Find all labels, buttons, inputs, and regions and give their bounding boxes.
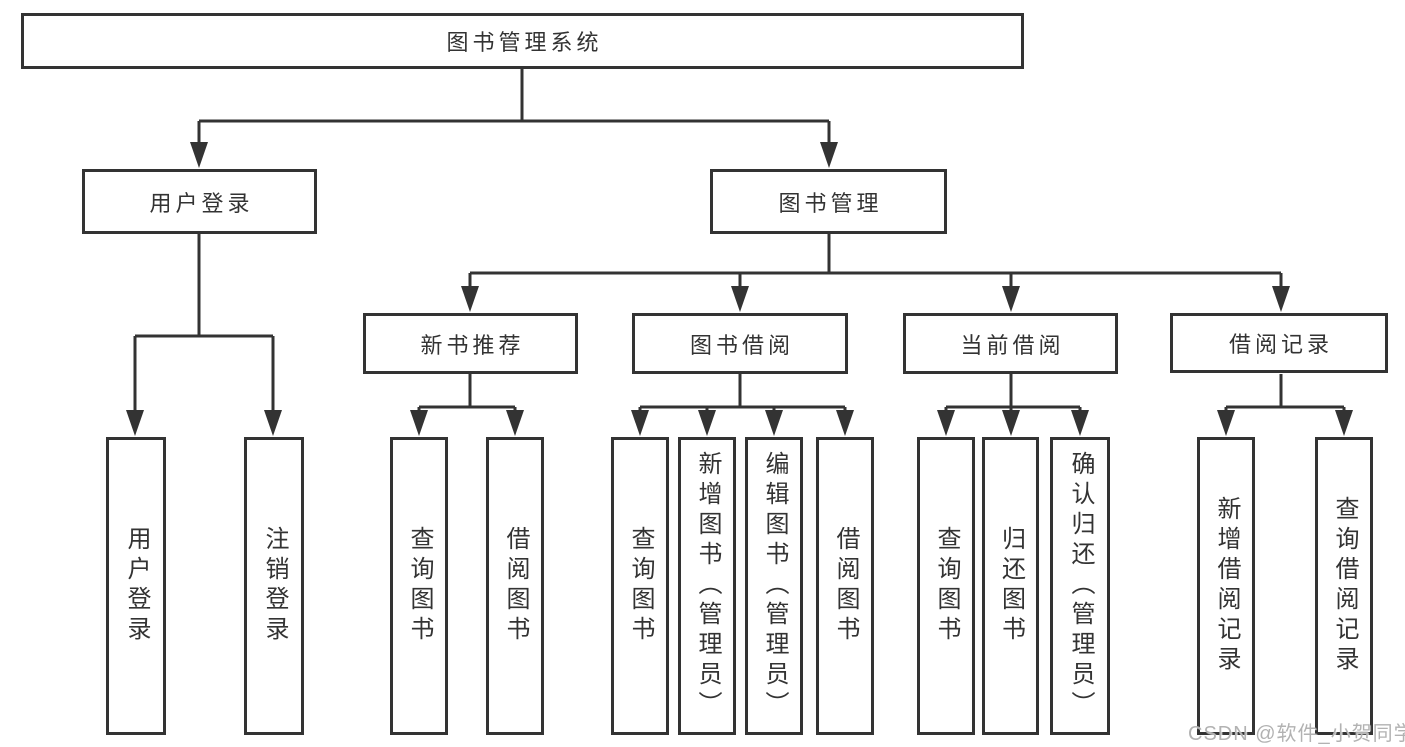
node-library-management-system: 图书管理系统 bbox=[21, 13, 1024, 69]
csdn-watermark: CSDN @软件_小贺同学 bbox=[1188, 723, 1405, 745]
leaf-edit-books-admin-label: 编辑图书（管理员） bbox=[761, 451, 788, 721]
node-current-borrowing: 当前借阅 bbox=[903, 313, 1118, 374]
node-book-management: 图书管理 bbox=[710, 169, 947, 234]
leaf-search-books-recommend-label: 查询图书 bbox=[406, 526, 433, 646]
leaf-search-borrow-record: 查询借阅记录 bbox=[1315, 437, 1373, 735]
leaf-user-login-label: 用户登录 bbox=[123, 526, 150, 646]
leaf-borrow-books-borrowing: 借阅图书 bbox=[816, 437, 874, 735]
leaf-logout-label: 注销登录 bbox=[261, 526, 288, 646]
leaf-return-books-label: 归还图书 bbox=[997, 526, 1025, 646]
leaf-add-borrow-record: 新增借阅记录 bbox=[1197, 437, 1255, 735]
leaf-borrow-books-recommend: 借阅图书 bbox=[486, 437, 544, 735]
leaf-confirm-return-admin: 确认归还（管理员） bbox=[1050, 437, 1110, 735]
leaf-search-books-current: 查询图书 bbox=[917, 437, 975, 735]
leaf-search-books-borrowing-label: 查询图书 bbox=[627, 526, 654, 646]
leaf-logout: 注销登录 bbox=[244, 437, 304, 735]
leaf-add-borrow-record-label: 新增借阅记录 bbox=[1213, 496, 1240, 676]
node-borrowing-records: 借阅记录 bbox=[1170, 313, 1388, 373]
node-book-borrowing: 图书借阅 bbox=[632, 313, 848, 374]
leaf-edit-books-admin: 编辑图书（管理员） bbox=[745, 437, 803, 735]
leaf-borrow-books-recommend-label: 借阅图书 bbox=[502, 526, 529, 646]
leaf-add-books-admin-label: 新增图书（管理员） bbox=[694, 451, 721, 721]
leaf-user-login: 用户登录 bbox=[106, 437, 166, 735]
leaf-add-books-admin: 新增图书（管理员） bbox=[678, 437, 736, 735]
leaf-search-books-recommend: 查询图书 bbox=[390, 437, 448, 735]
leaf-search-books-borrowing: 查询图书 bbox=[611, 437, 669, 735]
node-new-book-recommendation: 新书推荐 bbox=[363, 313, 578, 374]
leaf-search-borrow-record-label: 查询借阅记录 bbox=[1331, 496, 1358, 676]
leaf-borrow-books-borrowing-label: 借阅图书 bbox=[832, 526, 859, 646]
node-user-login: 用户登录 bbox=[82, 169, 317, 234]
leaf-search-books-current-label: 查询图书 bbox=[933, 526, 960, 646]
leaf-return-books: 归还图书 bbox=[982, 437, 1039, 735]
leaf-confirm-return-admin-label: 确认归还（管理员） bbox=[1067, 451, 1094, 721]
